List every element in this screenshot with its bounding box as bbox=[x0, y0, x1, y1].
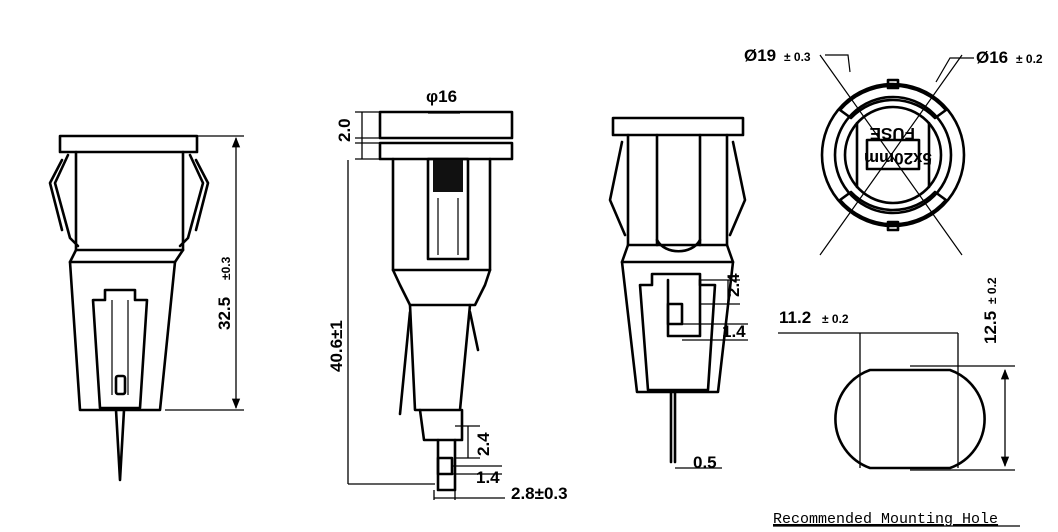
dim-terminal-width: 2.8±0.3 bbox=[511, 484, 568, 503]
dim-terminal-slot-width-right: 1.4 bbox=[722, 322, 746, 341]
top-view: FUSE 5x20mm Ø19 ± 0.3 Ø16 ± 0.2 bbox=[744, 46, 1043, 256]
dim-height-main-tol: ±0.3 bbox=[219, 256, 233, 280]
dim-hole-height: 12.5 bbox=[981, 311, 1000, 344]
dim-cap-inner-diameter-tol: ± 0.2 bbox=[1016, 52, 1043, 66]
dim-cap-outer-diameter-tol: ± 0.3 bbox=[784, 50, 811, 64]
dim-terminal-slot-length-right: 2.4 bbox=[724, 273, 743, 297]
dim-cap-inner-diameter: Ø16 bbox=[976, 48, 1008, 67]
dim-flange-thickness: 2.0 bbox=[335, 118, 354, 142]
dim-terminal-slot-width: 1.4 bbox=[476, 468, 500, 487]
side-view-right: 2.4 1.4 0.5 bbox=[608, 116, 748, 472]
recommended-mounting-hole: 11.2 ± 0.2 12.5 ± 0.2 Recommended Mounti… bbox=[773, 277, 1020, 528]
side-view-left: 32.5 ±0.3 bbox=[48, 134, 244, 482]
cap-marking-type: FUSE bbox=[870, 124, 915, 143]
dim-overall-length: 40.6±1 bbox=[327, 320, 346, 372]
dim-terminal-thickness: 0.5 bbox=[693, 453, 717, 472]
dim-terminal-slot-length: 2.4 bbox=[474, 432, 493, 456]
cap-marking-size: 5x20mm bbox=[864, 149, 932, 168]
dim-hole-width-tol: ± 0.2 bbox=[822, 312, 849, 326]
dim-outer-diameter-top: φ16 bbox=[426, 87, 457, 106]
dim-hole-height-tol: ± 0.2 bbox=[985, 277, 999, 304]
mounting-hole-caption: Recommended Mounting Hole bbox=[773, 511, 998, 528]
dim-height-main: 32.5 bbox=[215, 297, 234, 330]
section-view-center: φ16 2.0 40.6±1 2.4 1.4 2.8±0.3 bbox=[327, 87, 568, 503]
dim-hole-width: 11.2 bbox=[779, 308, 811, 327]
dim-cap-outer-diameter: Ø19 bbox=[744, 46, 776, 65]
